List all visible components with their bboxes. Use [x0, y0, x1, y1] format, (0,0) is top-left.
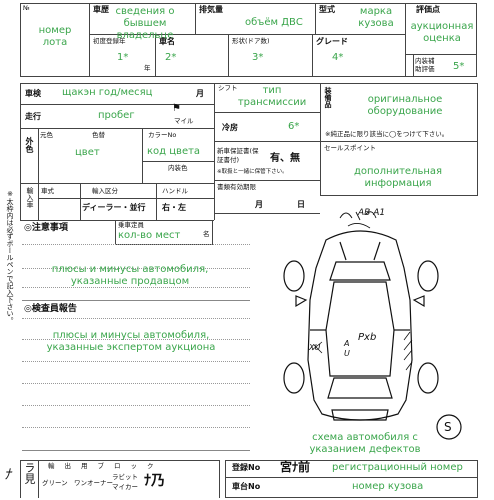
- rabbit-label: ラビット: [112, 473, 138, 481]
- diagram-handwriting-a: A: [344, 339, 350, 348]
- records-day: 日: [297, 200, 305, 209]
- sales-point-label: セールスポイント: [324, 144, 376, 152]
- color-code-label: 色替: [92, 131, 105, 139]
- car-name-label: 車名: [159, 37, 175, 46]
- mileage-value: пробег: [98, 110, 135, 121]
- grade-score-label: 評価点: [416, 5, 440, 14]
- color-code-value: код цвета: [147, 146, 201, 157]
- shift-value: тип трансмиссии: [237, 85, 307, 108]
- seller-notes: плюсы и минусы автомобиля, указанные про…: [51, 264, 209, 287]
- wheel-rear-right: [417, 362, 439, 394]
- displacement-label: 排気量: [199, 5, 223, 14]
- reg-label: 登録No: [232, 463, 261, 472]
- model-label: 型式: [319, 5, 335, 14]
- my-car-label: マイカー: [112, 483, 138, 491]
- equipment-note: ※純正品に限り該当に◯をつけて下さい。: [325, 130, 449, 138]
- car-body-outline: [307, 230, 413, 421]
- car-name-value: 2*: [165, 52, 177, 63]
- color-label: 外色: [25, 137, 34, 153]
- grade-value: 4*: [332, 52, 344, 63]
- history-label: 車歴: [93, 5, 109, 14]
- chassis-label: 車台No: [232, 482, 261, 491]
- ac-label: 冷房: [222, 123, 238, 132]
- inspector-label: ◎検査員報告: [24, 304, 77, 314]
- lot-number-label: №: [23, 4, 30, 12]
- ac-value: 6*: [288, 121, 300, 132]
- side-instruction: ※太枠内は必ずボールペンで記入下さい。: [6, 190, 14, 324]
- one-owner-label: ワンオーナー: [74, 479, 113, 487]
- capacity-value: кол-во мест: [118, 230, 181, 241]
- import-type-value: ディーラー・並行: [82, 203, 146, 212]
- diagram-handwriting-u: U: [344, 349, 350, 358]
- body-label: 形状(ドア数): [232, 37, 270, 45]
- capacity-unit: 名: [203, 230, 210, 238]
- first-reg-suffix: 年: [144, 64, 151, 72]
- footer-stamp: ﾅ乃: [144, 473, 165, 489]
- warranty-value: 有、無: [270, 153, 300, 164]
- footer-handwriting-left: ラ見: [23, 462, 36, 484]
- green-label: グリーン: [42, 479, 68, 487]
- model-value: марка кузова: [358, 6, 394, 29]
- style-label: 車式: [41, 187, 54, 195]
- footer-prefix: ﾅ: [4, 467, 11, 483]
- reg-handwriting: 宮ﾅ前: [280, 460, 311, 474]
- expiry-suffix: 月: [196, 89, 204, 98]
- records-label: 書類有効期限: [217, 183, 256, 191]
- inner-color-label: 内装色: [168, 164, 188, 172]
- color-value: цвет: [75, 147, 100, 158]
- equipment-value: оригинальное оборудование: [367, 94, 443, 117]
- history-value: сведения о бывшем владельце: [115, 6, 175, 41]
- diagram-handwriting-top: AB A1: [358, 208, 386, 218]
- first-reg-label: 初度登録年: [93, 37, 126, 45]
- caution-label: ◎注意事項: [24, 223, 68, 233]
- wheel-rear-left: [283, 362, 305, 394]
- warranty-note: ※取扱と一緒に保管下さい。: [217, 169, 288, 175]
- mileage-label: 走行: [25, 112, 41, 121]
- inspector-notes: плюсы и минусы автомобиля, указанные экс…: [46, 330, 216, 353]
- chassis-value: номер кузова: [352, 481, 424, 492]
- interior-label: 内装補助評価: [415, 57, 435, 73]
- import-type-label: 輸入区分: [92, 187, 118, 195]
- expiry-label: 車検: [25, 89, 41, 98]
- shift-label: シフト: [218, 84, 238, 92]
- warranty-label: 新車保証書(保証書付): [217, 147, 259, 164]
- block-label: 輸出用ブロック: [48, 462, 164, 470]
- capacity-label: 乗車定員: [118, 221, 144, 229]
- handle-label: ハンドル: [162, 187, 188, 195]
- reg-value: регистрационный номер: [332, 462, 463, 473]
- color-orig-label: 元色: [40, 131, 53, 139]
- wheel-front-right: [417, 260, 439, 292]
- diagram-sign: S: [444, 420, 452, 434]
- body-value: 3*: [252, 52, 264, 63]
- displacement-value: объём ДВС: [245, 17, 303, 28]
- records-month: 月: [255, 200, 263, 209]
- grade-label: グレード: [316, 37, 348, 46]
- lot-number-value: номер лота: [38, 25, 72, 48]
- first-reg-value: 1*: [117, 52, 129, 63]
- car-cabin: [325, 281, 395, 377]
- diagram-handwriting-mid: Pxb: [358, 332, 377, 343]
- diagram-handwriting-left: XU: [309, 343, 321, 352]
- interior-value: 5*: [453, 61, 465, 72]
- color-no-label: カラーNo: [148, 131, 177, 139]
- mileage-icon: ⚑: [172, 103, 181, 114]
- mileage-unit: マイル: [174, 117, 194, 125]
- diagram-caption: схема автомобиля с указанием дефектов: [309, 432, 421, 455]
- sales-point-value: дополнительная информация: [353, 166, 443, 189]
- expiry-value: щакэн год/месяц: [62, 87, 153, 98]
- handle-value: 右・左: [162, 203, 186, 212]
- import-label: 輸入車: [26, 187, 34, 208]
- grade-circle-sign: [436, 414, 462, 440]
- grade-score-value: аукционная оценка: [410, 21, 474, 44]
- wheel-front-left: [283, 260, 305, 292]
- equipment-label: 装備品: [324, 87, 332, 108]
